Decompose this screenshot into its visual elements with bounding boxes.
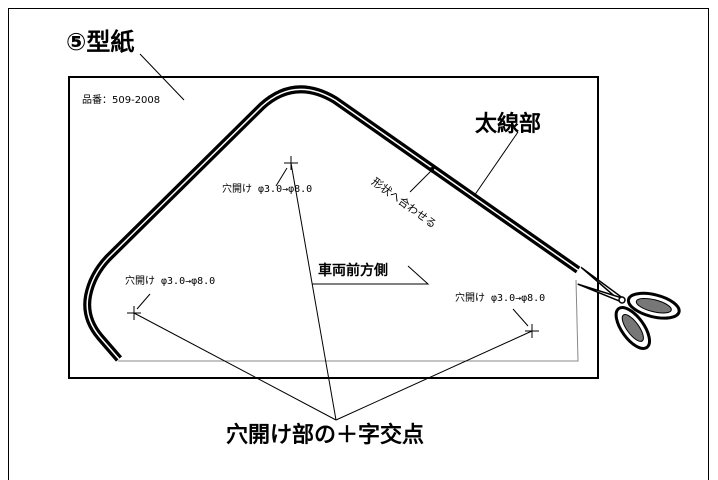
hole-left-arrow <box>136 293 151 310</box>
front-direction-marker <box>312 265 430 285</box>
hole-label-center: 穴開け φ3.0→φ8.0 <box>222 184 313 195</box>
thick-line-inner-stripe <box>86 88 579 360</box>
trim-outline <box>118 279 579 362</box>
title-leader-line <box>139 53 185 101</box>
fit-shape-arrow-line <box>409 169 433 193</box>
template-sheet <box>68 76 599 379</box>
thick-label-leader-line <box>473 131 519 197</box>
hole-center-arrow <box>275 167 288 187</box>
diagram-title: ⑤型紙 <box>66 28 135 56</box>
scissors-icon <box>577 266 681 350</box>
fit-shape-arrow-head <box>428 166 436 173</box>
part-number: 品番：509-2008 <box>82 95 161 106</box>
front-direction-label: 車両前方側 <box>318 263 388 279</box>
outer-frame <box>8 8 709 480</box>
hole-intersection-leaders <box>133 162 533 421</box>
hole-label-left: 穴開け φ3.0→φ8.0 <box>125 276 216 287</box>
thick-line-label: 太線部 <box>475 112 542 137</box>
hole-label-right: 穴開け φ3.0→φ8.0 <box>455 293 546 304</box>
hole-right-arrow <box>512 308 529 327</box>
hole-intersection-label: 穴開け部の＋字交点 <box>226 423 425 448</box>
